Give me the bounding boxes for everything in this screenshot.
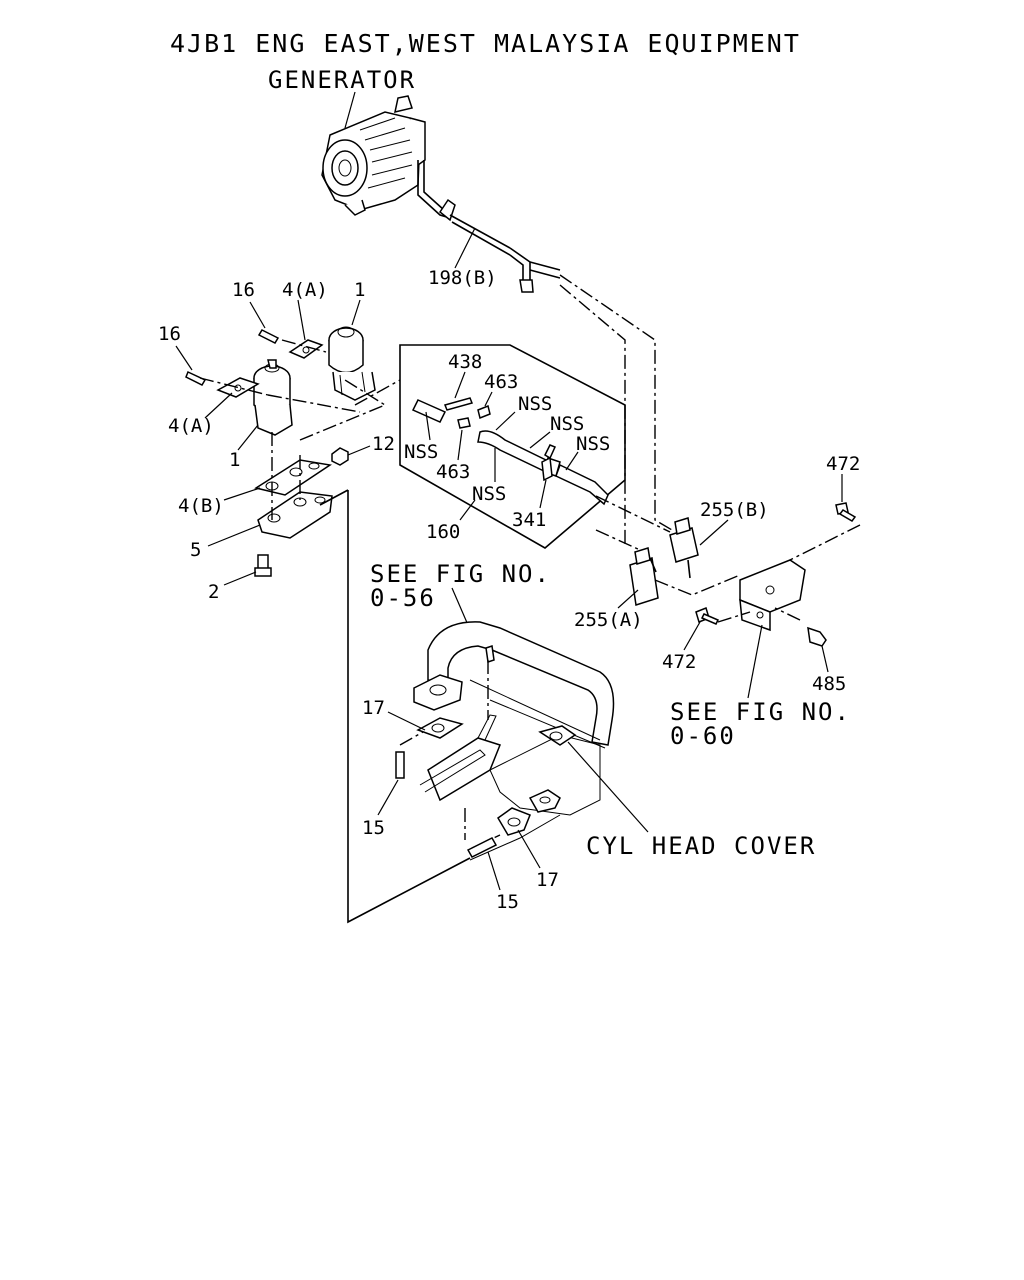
pipe-438 xyxy=(411,397,474,423)
generator-label: GENERATOR xyxy=(268,66,416,94)
clip-463-top-label: 463 xyxy=(484,371,518,393)
gasket-4a-left xyxy=(216,377,260,398)
egr-pipe xyxy=(413,621,615,746)
nut-12-label: 12 xyxy=(372,433,395,455)
gasket-4a-left-label: 4(A) xyxy=(168,415,214,437)
bolt-2-label: 2 xyxy=(208,581,219,603)
gasket-4a-upper xyxy=(288,339,324,359)
assembly-line-485 xyxy=(774,607,801,621)
kit-160-label: 160 xyxy=(426,521,460,543)
bolt-472-bottom-label: 472 xyxy=(662,651,696,673)
assembly-line-left-4 xyxy=(281,339,327,353)
assembly-line-hose-3 xyxy=(595,495,671,533)
adapter-5-label: 5 xyxy=(190,539,201,561)
assembly-line-left-6 xyxy=(354,379,401,406)
assembly-line-hose-2 xyxy=(559,274,673,531)
assembly-boundary-line xyxy=(319,489,471,924)
assembly-line-left-3 xyxy=(199,377,361,413)
vacuum-hose-198b xyxy=(417,160,561,293)
nss-5-label: NSS xyxy=(472,483,506,505)
clip-341 xyxy=(541,456,553,482)
bolt-16-left-label: 16 xyxy=(158,323,181,345)
gasket-4b-label: 4(B) xyxy=(178,495,224,517)
gasket-17-right xyxy=(497,807,531,836)
see-fig-056-line2: 0-56 xyxy=(370,584,436,612)
bolt-472-upper xyxy=(835,502,857,522)
assembly-line-vsv-bracket xyxy=(654,574,741,596)
vsv-255b-label: 255(B) xyxy=(700,499,769,521)
see-fig-056-line1: SEE FIG NO. xyxy=(370,560,551,588)
vsv-255b xyxy=(669,517,699,579)
gasket-17-right-label: 17 xyxy=(536,869,559,891)
bolt-485 xyxy=(807,626,827,647)
stud-15-left xyxy=(395,751,405,779)
clip-463-bottom-label: 463 xyxy=(436,461,470,483)
assembly-line-472-bottom xyxy=(717,611,751,623)
bolt-16-left xyxy=(185,370,207,386)
egr-valve-top-label: 1 xyxy=(354,279,365,301)
cyl-head-cover-label: CYL HEAD COVER xyxy=(586,832,816,860)
vsv-255a-label: 255(A) xyxy=(574,609,643,631)
clip-341-label: 341 xyxy=(512,509,546,531)
gasket-4b xyxy=(254,459,332,496)
egr-valve-left xyxy=(253,359,293,436)
generator-drawing xyxy=(321,91,426,216)
egr-valve-upper xyxy=(328,326,376,401)
assembly-line-hose-1 xyxy=(559,284,626,545)
diagram-title: 4JB1 ENG EAST,WEST MALAYSIA EQUIPMENT xyxy=(170,29,801,58)
nss-4-label: NSS xyxy=(576,433,610,455)
nss-2-label: NSS xyxy=(518,393,552,415)
gasket-4a-top-label: 4(A) xyxy=(282,279,328,301)
see-fig-060-line2: 0-60 xyxy=(670,722,736,750)
stud-15-right xyxy=(466,837,498,858)
assembly-line-left-5 xyxy=(299,379,387,441)
cylinder-head xyxy=(419,645,606,861)
pipe-438-label: 438 xyxy=(448,351,482,373)
bolt-472-top-label: 472 xyxy=(826,453,860,475)
hose-198b-label: 198(B) xyxy=(428,267,497,289)
assembly-line-hose-4 xyxy=(595,529,641,551)
nss-1-label: NSS xyxy=(404,441,438,463)
bolt-2 xyxy=(254,554,272,577)
see-fig-060-line1: SEE FIG NO. xyxy=(670,698,851,726)
clip-463-lower xyxy=(457,417,471,429)
stud-15-right-label: 15 xyxy=(496,891,519,913)
assembly-line-472-top xyxy=(789,524,861,561)
bolt-485-label: 485 xyxy=(812,673,846,695)
bolt-472-lower xyxy=(695,606,720,625)
bolt-16-top-label: 16 xyxy=(232,279,255,301)
nut-12 xyxy=(331,447,349,466)
vsv-bracket xyxy=(739,559,806,632)
gasket-17-left-label: 17 xyxy=(362,697,385,719)
stud-15-left-label: 15 xyxy=(362,817,385,839)
nss-hoses xyxy=(477,430,609,506)
bolt-16-upper xyxy=(257,329,280,344)
adapter-5 xyxy=(257,491,333,539)
nss-3-label: NSS xyxy=(550,413,584,435)
egr-valve-left-label: 1 xyxy=(229,449,240,471)
vsv-255a xyxy=(629,547,659,606)
clip-463-upper xyxy=(477,404,491,420)
gasket-17-left xyxy=(416,717,464,739)
